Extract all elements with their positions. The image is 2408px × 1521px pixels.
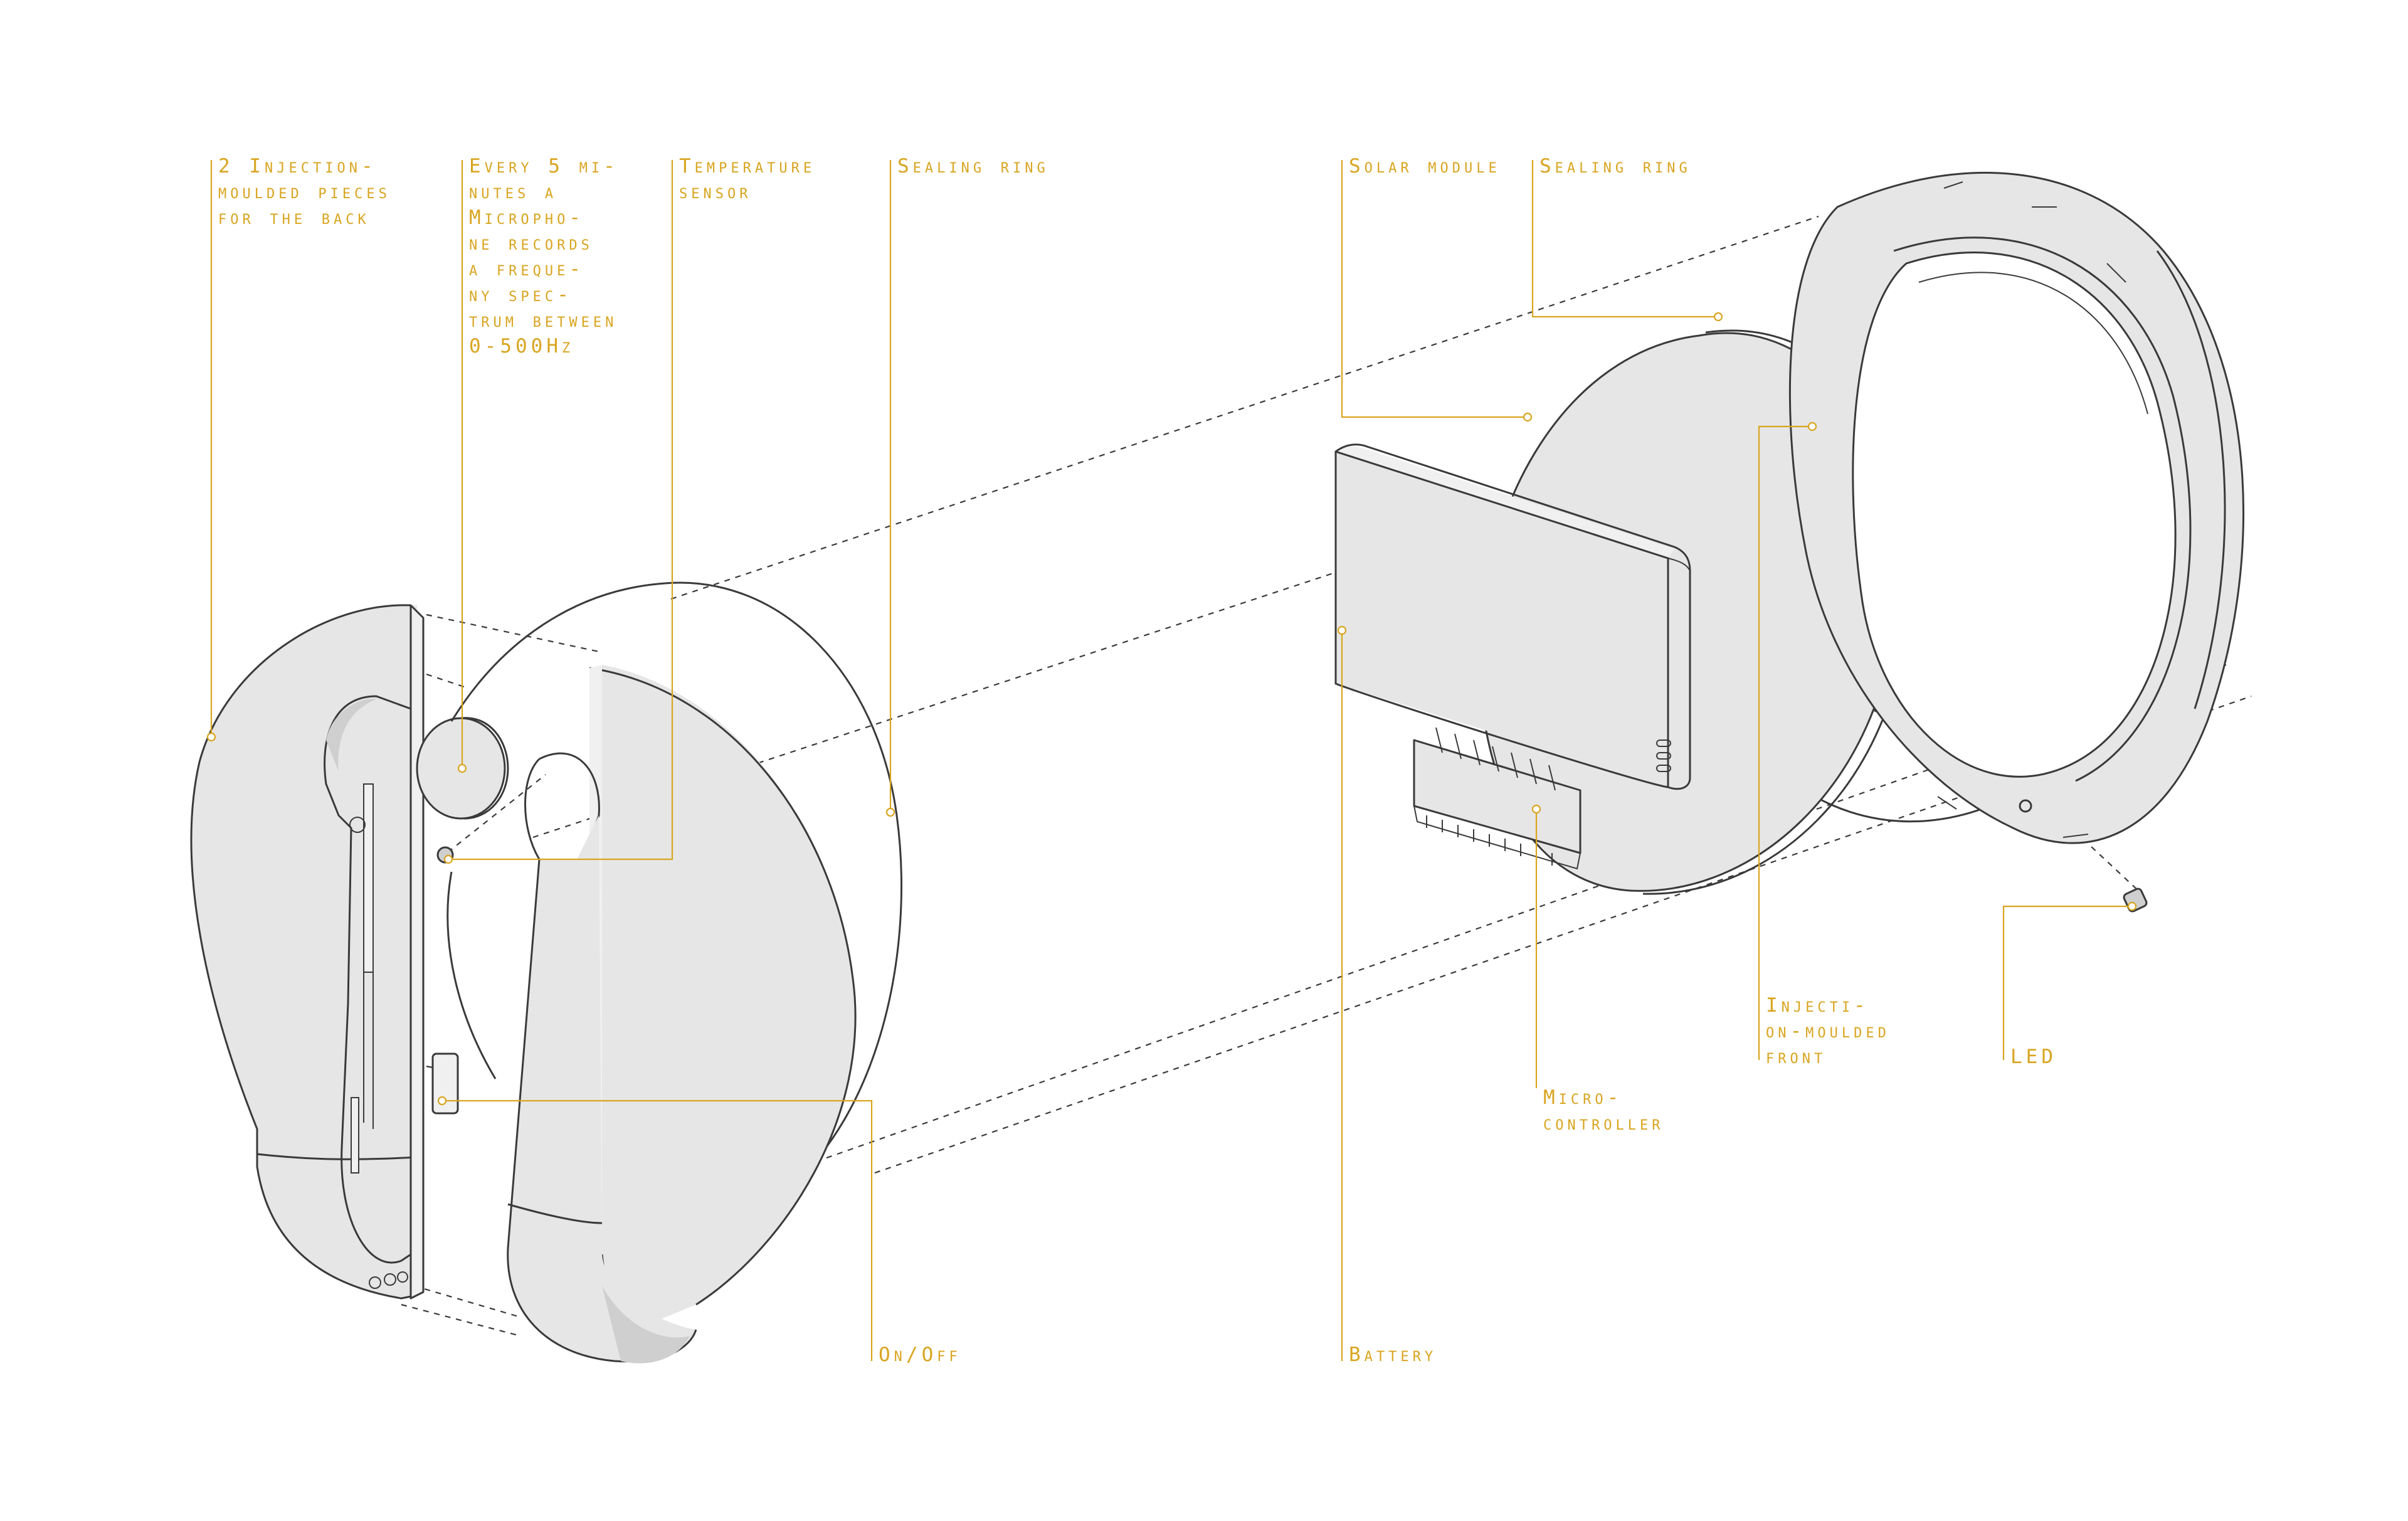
back-shell-left bbox=[190, 604, 425, 1300]
label-on-off: On/Off bbox=[879, 1343, 961, 1366]
leader-lines bbox=[206, 160, 2137, 1361]
front-housing bbox=[1788, 171, 2245, 844]
label-back-pieces: 2 Injection- moulded pieces for the back bbox=[218, 155, 391, 229]
back-shell-right bbox=[507, 665, 857, 1364]
label-sealing-ring-back: Sealing ring bbox=[897, 155, 1049, 178]
label-microcontroller: Micro- controller bbox=[1543, 1086, 1664, 1135]
label-led: LED bbox=[2010, 1046, 2057, 1068]
microcontroller-board bbox=[1413, 727, 1582, 870]
label-battery: Battery bbox=[1349, 1343, 1437, 1366]
label-microphone: Every 5 mi- nutes a Micropho- ne records… bbox=[469, 155, 619, 358]
sealing-ring-back bbox=[446, 581, 902, 1193]
battery-block bbox=[1334, 443, 1691, 790]
label-temperature-sensor: Temperature sensor bbox=[679, 155, 816, 203]
label-solar-module: Solar module bbox=[1349, 155, 1501, 178]
label-sealing-ring-front: Sealing ring bbox=[1539, 155, 1691, 178]
label-front: Injecti- on-moulded front bbox=[1766, 994, 1890, 1068]
